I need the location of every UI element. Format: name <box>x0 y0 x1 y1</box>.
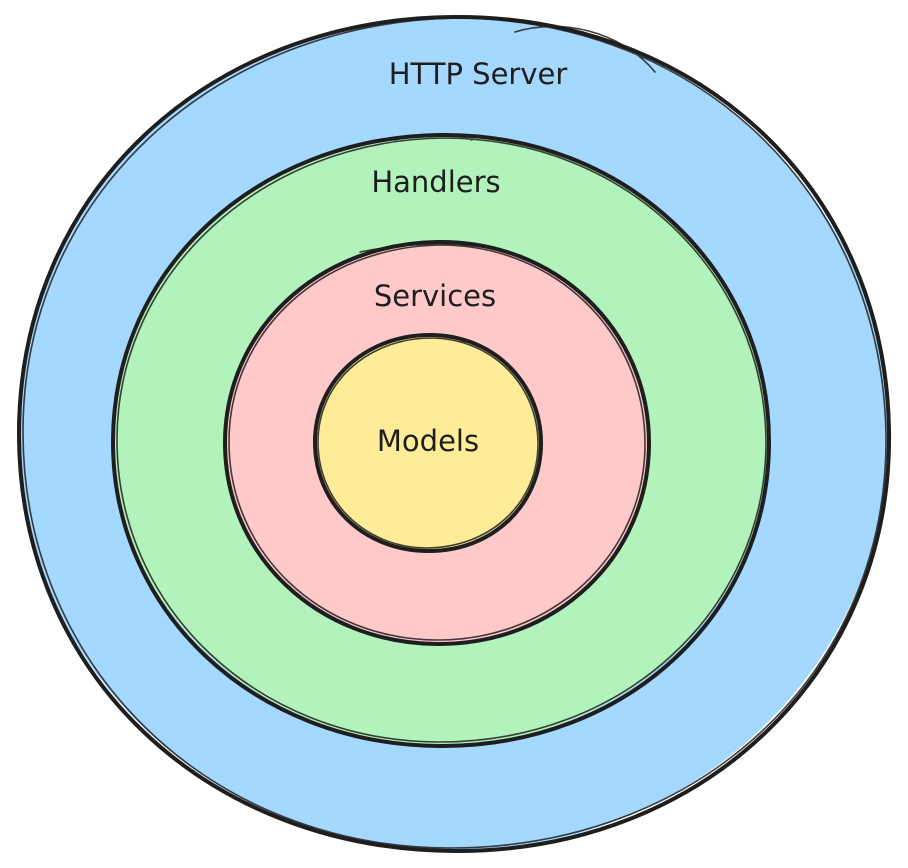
handlers-label: Handlers <box>371 165 500 199</box>
http-server-outline-sketch <box>22 17 887 849</box>
services-label: Services <box>374 279 496 313</box>
http-server-label: HTTP Server <box>389 57 568 91</box>
models-label: Models <box>377 424 479 458</box>
models-layer: Models <box>313 332 543 554</box>
models-outline-sketch <box>317 334 539 549</box>
models-outline <box>313 332 543 554</box>
models-core <box>315 335 541 551</box>
http-server-outline <box>16 14 892 854</box>
handlers-outline-sketch <box>116 133 767 743</box>
handlers-outline <box>110 132 772 749</box>
services-outline <box>223 239 651 647</box>
services-outline-sketch <box>228 243 646 641</box>
